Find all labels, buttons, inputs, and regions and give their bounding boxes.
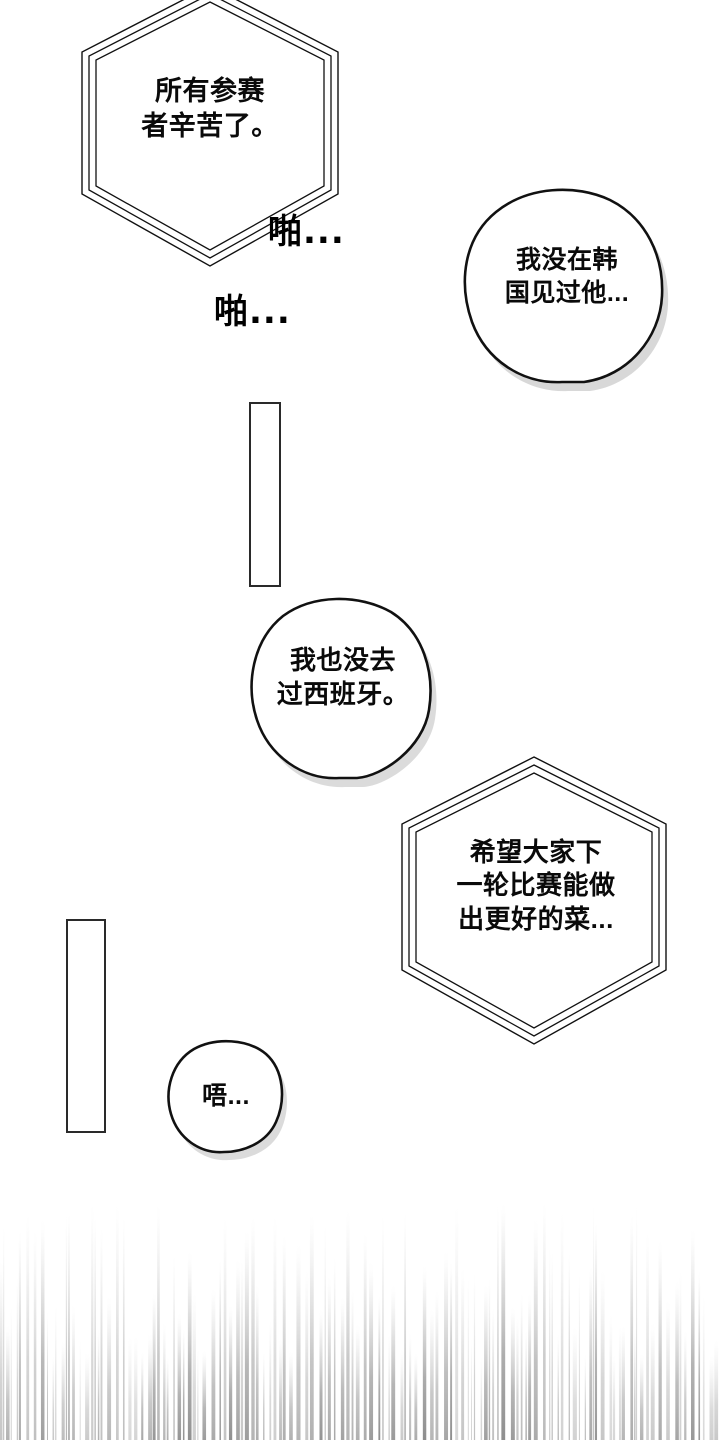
speed-lines-band — [0, 1180, 720, 1440]
round-bubble-outline-korea — [463, 188, 669, 392]
speech-bubble-spain: 我也没去 过西班牙。 — [243, 592, 443, 792]
speed-lines-group — [0, 1196, 719, 1440]
speech-bubble-announcer-1-text: 所有参赛 者辛苦了。 — [141, 76, 279, 141]
round-bubble-outline-spain — [250, 597, 437, 788]
speech-bubble-korea-text: 我没在韩 国见过他... — [504, 246, 630, 307]
speech-bubble-announcer-1: 所有参赛 者辛苦了。 — [60, 0, 360, 282]
narration-panel-top — [249, 402, 281, 587]
speech-bubble-announcer-2-text: 希望大家下 一轮比赛能做 出更好的菜... — [456, 837, 616, 934]
speed-lines-svg — [0, 1196, 719, 1440]
round-bubble-outline-hmm — [167, 1039, 287, 1161]
narration-panel-bottom — [66, 919, 106, 1133]
sfx-clap-2: 啪... — [214, 292, 291, 332]
speech-bubble-hmm-text: 唔... — [202, 1082, 250, 1110]
hexagon-outline-2 — [401, 756, 667, 1045]
speech-bubble-korea: 我没在韩 国见过他... — [452, 182, 682, 397]
sfx-clap-1: 啪... — [268, 212, 345, 252]
speech-bubble-announcer-2: 希望大家下 一轮比赛能做 出更好的菜... — [396, 752, 676, 1057]
speech-bubble-spain-text: 我也没去 过西班牙。 — [276, 645, 410, 709]
speech-bubble-hmm: 唔... — [164, 1038, 288, 1162]
hexagon-outline-1 — [81, 0, 339, 267]
